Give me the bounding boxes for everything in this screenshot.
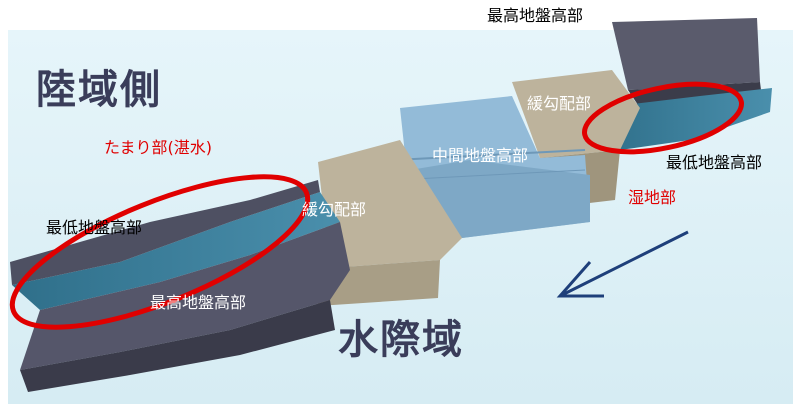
direction-arrow-head [556,261,604,298]
left-lowest-block [10,180,320,285]
label-gentle-slope-right: 緩勾配部 [527,94,592,113]
left-highlight-ellipse [9,174,311,330]
left-water-channel [12,192,340,310]
label-lowest-left: 最低地盤高部 [46,218,143,237]
label-gentle-slope-left: 緩勾配部 [302,200,367,219]
label-water-side: 水際域 [338,317,464,363]
label-top-highest-ground: 最高地盤高部 [487,6,584,25]
middle-ground-front [410,160,590,238]
label-highest-bottom: 最高地盤高部 [150,293,247,312]
left-gentle-slope-block [318,140,462,268]
right-highlight-ellipse [581,81,745,155]
label-middle-ground: 中間地盤高部 [432,146,529,165]
top-right-highest-block [612,18,760,90]
label-land-side: 陸域側 [36,67,162,113]
right-gentle-slope-block [512,70,640,158]
right-water-channel [600,88,772,150]
middle-ground-line-2 [394,169,586,181]
label-pool-area: たまり部(湛水) [104,138,213,157]
bottom-left-highest-block-side [20,300,335,392]
middle-ground-line [394,149,586,161]
label-wetland: 湿地部 [628,188,677,207]
label-lowest-right: 最低地盤高部 [666,153,763,172]
direction-arrow-shaft [561,230,689,297]
left-gentle-slope-front [305,250,440,306]
